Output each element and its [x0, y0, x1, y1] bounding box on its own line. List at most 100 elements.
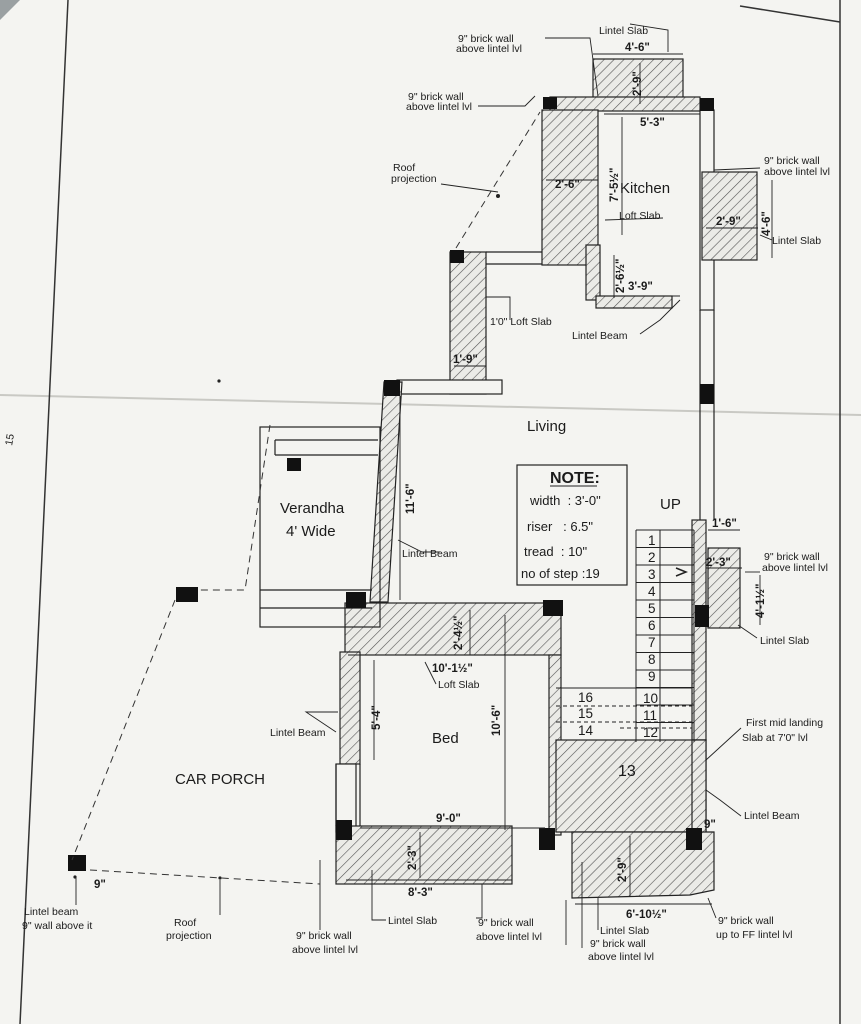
dim-label: 2'-9": [617, 857, 629, 882]
label-brick-wall: above lintel lvl: [588, 951, 654, 963]
label-brick-wall: above lintel lvl: [456, 43, 522, 55]
bed-bottom-slab: [335, 825, 513, 885]
room-labels: Kitchen Living Verandha 4' Wide Bed CAR …: [175, 180, 670, 788]
label-lintel-beam: 9" wall above it: [22, 920, 92, 932]
column: [539, 828, 555, 850]
page-number: 15: [3, 433, 17, 447]
column: [543, 97, 557, 109]
dim-label: 10'-1½": [432, 663, 473, 675]
label-mid-landing: Slab at 7'0" lvl: [742, 732, 808, 744]
stair-step: 6: [648, 618, 656, 633]
dim-label: 4'-1½": [755, 584, 767, 618]
verandha-outline: [259, 426, 381, 628]
dim-label: 2'-4½": [453, 616, 465, 650]
room-living: Living: [527, 418, 566, 435]
column: [695, 605, 709, 627]
living-top-wall: [396, 379, 503, 395]
label-lintel-beam: Lintel Beam: [744, 810, 800, 822]
column: [686, 828, 702, 850]
stair-step: 3: [648, 567, 656, 582]
bed-top-wall: [344, 602, 562, 656]
dim-label: 2'-6": [555, 179, 580, 191]
label-lintel-slab: Lintel Slab: [600, 925, 649, 937]
label-brick-wall: up to FF lintel lvl: [716, 929, 792, 941]
label-loft-slab: Loft Slab: [619, 210, 661, 222]
dim-label: 6'-10½": [626, 909, 667, 921]
kitchen-left-lower: [585, 244, 601, 301]
label-lintel-slab: Lintel Slab: [772, 235, 821, 247]
stair-step: 4: [648, 584, 656, 599]
stair-step: 9: [648, 669, 656, 684]
column: [336, 820, 352, 840]
stair-step: 8: [648, 652, 656, 667]
paper-fold: [0, 394, 861, 416]
dot-marks: [73, 194, 500, 880]
stair-step: 12: [643, 725, 658, 740]
stair-up-label: UP: [660, 496, 681, 513]
dim-label: 4'-6": [761, 211, 773, 236]
label-brick-wall: 9" brick wall: [458, 33, 514, 45]
label-roof-projection: projection: [391, 173, 437, 185]
dim-label: 1'-6": [712, 518, 737, 530]
dim-label: 1'-9": [453, 354, 478, 366]
stair-landing: 13: [618, 763, 636, 780]
label-brick-wall: 9" brick wall: [590, 938, 646, 950]
annotation-labels: Lintel Slab 9" brick wall above lintel l…: [22, 25, 830, 963]
label-brick-wall: 9" brick wall: [408, 91, 464, 103]
label-roof-projection: Roof: [174, 917, 196, 929]
column: [384, 380, 400, 396]
label-brick-wall: above lintel lvl: [476, 931, 542, 943]
room-bed: Bed: [432, 730, 459, 747]
label-brick-wall: 9" brick wall: [764, 551, 820, 563]
dim-label: 7'-5½": [609, 168, 621, 202]
label-lintel-slab: Lintel Slab: [388, 915, 437, 927]
dimension-labels: 4'-6" 2'-9" 5'-3" 2'-6" 7'-5½" 2'-9" 4'-…: [94, 42, 773, 921]
passage-wall: [449, 251, 487, 395]
note-line: tread : 10": [524, 544, 588, 559]
label-lintel-slab: Lintel Slab: [760, 635, 809, 647]
room-car-porch: CAR PORCH: [175, 771, 265, 788]
label-brick-wall: above lintel lvl: [406, 101, 472, 113]
label-lintel-beam: Lintel beam: [24, 906, 79, 918]
kitchen-left-wall-block: [541, 109, 599, 266]
column: [287, 458, 301, 471]
stair-step: 7: [648, 635, 656, 650]
label-brick-wall: above lintel lvl: [762, 562, 828, 574]
label-brick-wall: above lintel lvl: [764, 166, 830, 178]
staircase: [556, 529, 695, 742]
stair-step: 10: [643, 691, 658, 706]
dimension-lines: [346, 53, 773, 905]
dim-label: 8'-3": [408, 887, 433, 899]
dim-label: 5'-3": [640, 117, 665, 129]
dim-label: 2'-9": [716, 216, 741, 228]
stair-step: 15: [578, 706, 593, 721]
stair-step: 14: [578, 723, 594, 738]
stair-numbers: UP 1 2 3 4 5 6 7 8 9 10 11 12 13 16 15 1…: [578, 496, 681, 780]
label-brick-wall: 9" brick wall: [478, 917, 534, 929]
label-roof-projection: projection: [166, 930, 212, 942]
dim-label: 2'-3": [706, 557, 731, 569]
border-line-left: [19, 0, 69, 1024]
room-verandha-width: 4' Wide: [286, 523, 336, 540]
note-line: riser : 6.5": [527, 519, 593, 534]
label-loft-slab: Loft Slab: [438, 679, 480, 691]
label-brick-wall: 9" brick wall: [718, 915, 774, 927]
label-mid-landing: First mid landing: [746, 717, 823, 729]
stair-step: 11: [643, 708, 657, 723]
dim-label: 9": [94, 879, 106, 891]
label-brick-wall: 9" brick wall: [764, 155, 820, 167]
stair-step: 2: [648, 550, 656, 565]
roof-projection-lines: [71, 111, 541, 885]
dim-label: 2'-9": [632, 71, 644, 96]
dim-label: 9'-0": [436, 813, 461, 825]
note-title: NOTE:: [550, 470, 600, 487]
label-lintel-beam: Lintel Beam: [270, 727, 326, 739]
room-verandha: Verandha: [280, 500, 345, 517]
label-brick-wall: 9" brick wall: [296, 930, 352, 942]
column: [700, 384, 714, 404]
label-roof-projection: Roof: [393, 162, 415, 174]
leader-lines: [75, 23, 773, 948]
label-loft-slab: 1'0" Loft Slab: [490, 316, 552, 328]
stair-step: 5: [648, 601, 656, 616]
